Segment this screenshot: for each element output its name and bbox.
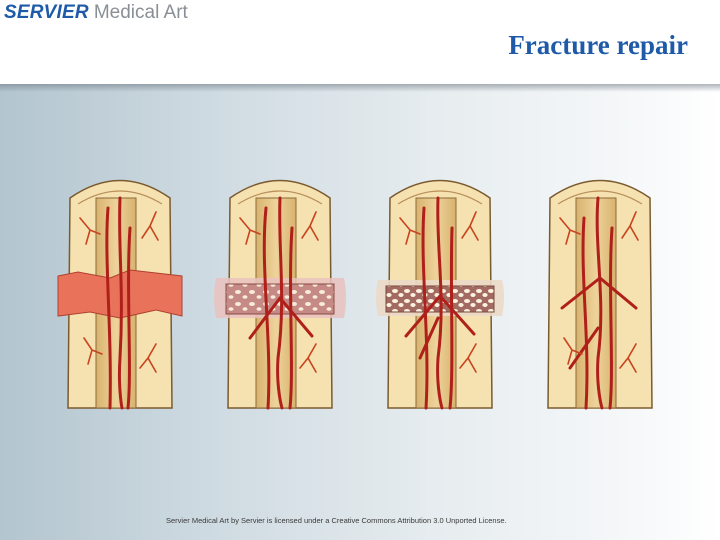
slide-title: Fracture repair [508, 30, 688, 60]
logo-subtitle: Medical Art [93, 2, 188, 23]
bone-panel-3 [376, 179, 504, 410]
bone-panel-2 [214, 179, 346, 410]
servier-logo: SERVIER Medical Art [4, 2, 188, 24]
header-shadow [0, 84, 720, 92]
fracture-repair-illustration [57, 179, 653, 410]
logo-brand: SERVIER [4, 2, 89, 23]
bone-panel-4 [547, 179, 653, 410]
bone-panel-1 [57, 179, 183, 410]
header: SERVIER Medical Art Fracture repair [0, 0, 720, 84]
license-notice: Servier Medical Art by Servier is licens… [166, 516, 507, 525]
